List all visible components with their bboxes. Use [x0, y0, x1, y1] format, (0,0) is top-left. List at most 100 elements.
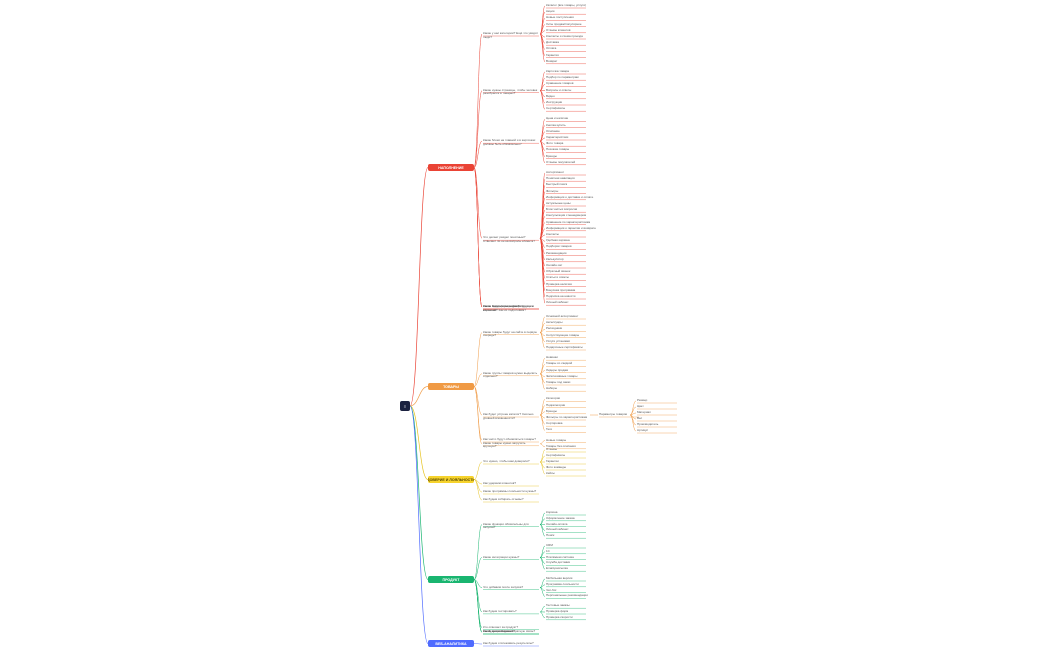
- branch-blue[interactable]: ВЕБ-АНАЛИТИКА: [428, 640, 474, 647]
- map-node[interactable]: Бренды: [546, 408, 557, 413]
- map-node[interactable]: Ассортимент: [546, 170, 565, 174]
- map-node[interactable]: Контакты и схема проезда: [546, 34, 583, 38]
- map-node[interactable]: 1С: [546, 548, 550, 553]
- map-node[interactable]: Отзывы: [546, 447, 557, 451]
- branch-orange[interactable]: ТОВАРЫ: [428, 383, 474, 390]
- map-node[interactable]: Сертификаты: [546, 106, 566, 111]
- map-node[interactable]: Как будем тестировать?: [483, 608, 517, 613]
- map-node[interactable]: Служба доставки: [546, 560, 571, 565]
- map-node[interactable]: Как будем собирать обратную связь?: [483, 629, 536, 633]
- map-node[interactable]: Какие сроки запуска?: [483, 629, 513, 633]
- map-node[interactable]: Цена и наличие: [546, 116, 569, 121]
- branch-yellow[interactable]: ДОВЕРИЕ И ЛОЯЛЬНОСТЬ: [428, 476, 474, 483]
- map-node[interactable]: Вопросы и ответы: [546, 87, 572, 92]
- map-node[interactable]: Параметры товаров: [599, 412, 627, 416]
- map-node[interactable]: Информация о гарантии и возврате: [546, 225, 596, 230]
- map-node[interactable]: Понятная навигация: [546, 176, 575, 181]
- map-node[interactable]: Как будет устроен каталог? Сколько уровн…: [483, 412, 534, 420]
- map-node[interactable]: Подарочные сертификаты: [546, 345, 583, 349]
- map-node[interactable]: Доставка: [546, 40, 559, 45]
- map-node[interactable]: Хиты продаж/популярное: [546, 21, 582, 26]
- map-node[interactable]: Кнопка купить: [546, 122, 566, 127]
- map-node[interactable]: Блок частых вопросов: [546, 207, 578, 212]
- map-node[interactable]: Материал: [637, 410, 651, 414]
- map-node[interactable]: Лидеры продаж: [546, 367, 569, 372]
- map-node[interactable]: Бонусная программа: [546, 287, 576, 292]
- map-node[interactable]: Персональные рекомендации: [546, 593, 588, 598]
- map-node[interactable]: Вес: [637, 416, 643, 420]
- map-node[interactable]: Тестовые заказы: [546, 603, 570, 608]
- map-node[interactable]: Что делает раздел понятным? Отвечает ли …: [483, 235, 535, 243]
- map-node[interactable]: Email-рассылка: [546, 566, 568, 571]
- map-node[interactable]: Сертификаты: [546, 453, 566, 457]
- map-node[interactable]: Какие группы товаров нужно выделить отде…: [483, 370, 538, 379]
- map-node[interactable]: Что добавим после запуска?: [483, 584, 524, 589]
- map-node[interactable]: Производитель: [637, 422, 659, 426]
- map-node[interactable]: Аксессуары: [546, 320, 563, 325]
- map-node[interactable]: Консультация с менеджером: [546, 213, 587, 218]
- map-node[interactable]: Какие метрики важны?: [483, 629, 515, 633]
- map-node[interactable]: Новые товары: [546, 437, 567, 442]
- map-node[interactable]: Контакты: [546, 232, 559, 236]
- map-node[interactable]: Кейсы: [546, 471, 555, 475]
- map-node[interactable]: Какие нужны страницы, чтобы человек разо…: [483, 87, 538, 96]
- map-node[interactable]: Что нужно, чтобы нам доверяли?: [483, 459, 530, 463]
- map-node[interactable]: Какие программы лояльности нужны?: [483, 489, 537, 493]
- map-node[interactable]: Чат-бот: [546, 587, 557, 592]
- map-node[interactable]: Как удержим клиентов?: [483, 481, 516, 485]
- map-node[interactable]: Корзина: [546, 510, 558, 514]
- map-node[interactable]: Личный кабинет: [546, 300, 569, 305]
- map-node[interactable]: Как часто будут обновляться товары?: [483, 437, 536, 441]
- map-node[interactable]: Подкатегории: [546, 402, 566, 407]
- map-node[interactable]: Оплата: [546, 46, 557, 51]
- map-node[interactable]: Новинки: [546, 355, 558, 360]
- map-node[interactable]: Личный кабинет: [546, 527, 569, 532]
- map-node[interactable]: Описание: [546, 128, 560, 133]
- branch-red[interactable]: НАПОЛНЕНИЕ: [428, 164, 474, 171]
- map-node[interactable]: Мобильная версия: [546, 576, 573, 580]
- map-node[interactable]: Основной ассортимент: [546, 314, 579, 318]
- map-node[interactable]: Услуги установки: [546, 338, 570, 343]
- map-node[interactable]: Новые поступления: [546, 15, 574, 20]
- map-node[interactable]: Возврат: [546, 58, 558, 63]
- map-node[interactable]: Фильтры по характеристикам: [546, 415, 588, 419]
- map-node[interactable]: Расходники: [546, 326, 563, 331]
- map-node[interactable]: Какие блоки на главной и в карточках дол…: [483, 138, 536, 146]
- map-node[interactable]: Информация о доставке и оплате: [546, 194, 594, 199]
- map-node[interactable]: Какие товары нужно загрузить вручную?: [483, 440, 526, 449]
- branch-green[interactable]: ПРОДУКТ: [428, 576, 474, 583]
- map-node[interactable]: Фото команды: [546, 465, 567, 469]
- map-node[interactable]: Онлайн-чат: [546, 263, 563, 267]
- map-node[interactable]: Цвет: [637, 404, 644, 408]
- map-node[interactable]: Проверка наличия: [546, 281, 572, 286]
- map-node[interactable]: Актуальные цены: [546, 201, 571, 205]
- map-node[interactable]: Наборы: [546, 386, 558, 391]
- map-node[interactable]: Рекомендации: [546, 250, 567, 255]
- map-node[interactable]: Обратный звонок: [546, 269, 571, 274]
- map-node[interactable]: Видео: [546, 93, 555, 98]
- map-node[interactable]: Теги: [546, 427, 553, 432]
- map-node[interactable]: Артикул: [637, 428, 649, 432]
- map-node[interactable]: Калькулятор: [546, 256, 564, 261]
- map-node[interactable]: Сортировка: [546, 421, 563, 426]
- map-node[interactable]: Категории: [546, 396, 561, 401]
- map-node[interactable]: Проверка скорости: [546, 614, 573, 619]
- map-node[interactable]: Товары со скидкой: [546, 361, 573, 366]
- map-node[interactable]: Какие товары будут на сайте в первую оче…: [483, 329, 537, 338]
- map-node[interactable]: Похожие товары: [546, 147, 570, 152]
- map-node[interactable]: Подборки товаров: [546, 244, 572, 249]
- map-node[interactable]: Поиск: [546, 533, 555, 538]
- map-node[interactable]: Как будем собирать отзывы?: [483, 497, 524, 501]
- map-node[interactable]: Подписка на новости: [546, 294, 576, 298]
- map-node[interactable]: Характеристики: [546, 135, 569, 139]
- map-node[interactable]: Статьи и советы: [546, 275, 569, 280]
- map-node[interactable]: Размер: [637, 398, 648, 402]
- map-node[interactable]: Какие интеграции нужны?: [483, 554, 520, 559]
- map-node[interactable]: Отзывы покупателей: [546, 159, 576, 164]
- map-node[interactable]: Платёжная система: [546, 554, 574, 559]
- map-node[interactable]: Карточка товара: [546, 69, 569, 73]
- map-node[interactable]: Как будем отслеживать результаты?: [483, 641, 534, 645]
- root-node[interactable]: ≡: [400, 401, 410, 411]
- map-node[interactable]: Отзывы клиентов: [546, 27, 571, 32]
- map-node[interactable]: Программа лояльности: [546, 581, 579, 586]
